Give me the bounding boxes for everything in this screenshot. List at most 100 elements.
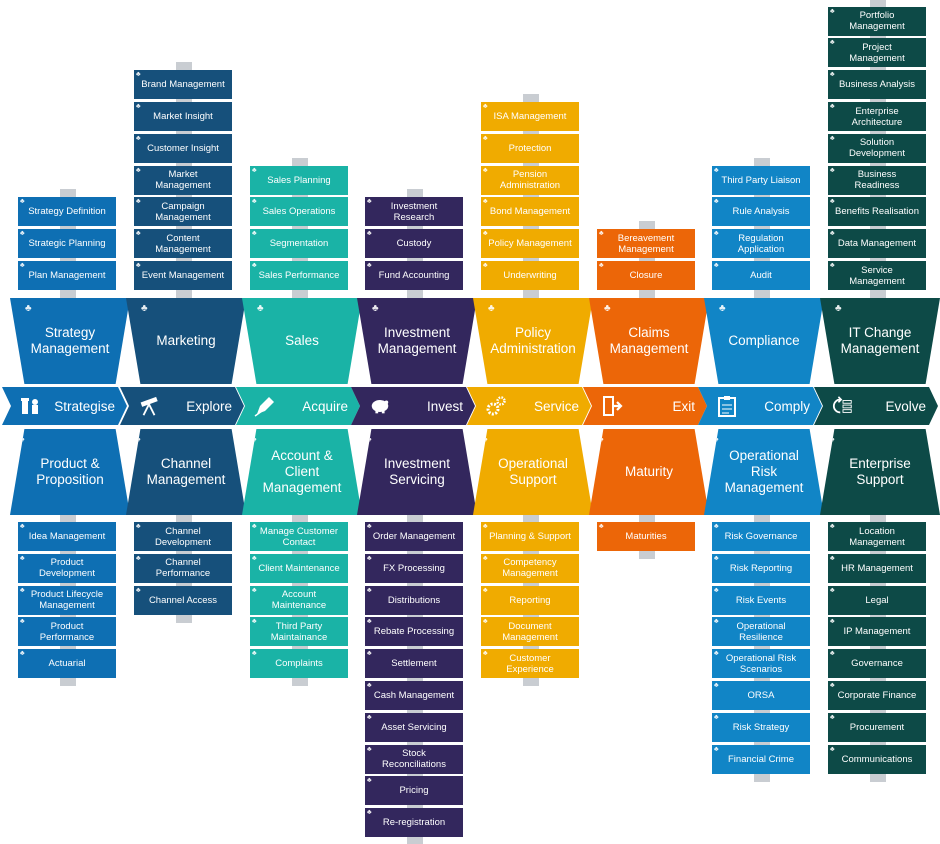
domain-policy-administration[interactable]: ♣Policy Administration bbox=[473, 298, 593, 384]
domain-operational-support[interactable]: ♣Operational Support bbox=[473, 429, 593, 515]
domain-enterprise-support[interactable]: ♣Enterprise Support bbox=[820, 429, 940, 515]
capability-box-pricing[interactable]: ♣Pricing bbox=[365, 776, 463, 806]
capability-box-reporting[interactable]: ♣Reporting bbox=[481, 585, 579, 615]
capability-box-account-maintenance[interactable]: ♣Account Maintenance bbox=[250, 585, 348, 615]
capability-box-customer-experience[interactable]: ♣Customer Experience bbox=[481, 649, 579, 679]
capability-box-third-party-maintainance[interactable]: ♣Third Party Maintainance bbox=[250, 617, 348, 647]
capability-box-data-management[interactable]: ♣Data Management bbox=[828, 229, 926, 259]
stage-comply[interactable]: Comply bbox=[698, 387, 822, 425]
capability-box-financial-crime[interactable]: ♣Financial Crime bbox=[712, 744, 810, 774]
domain-investment-servicing[interactable]: ♣Investment Servicing bbox=[357, 429, 477, 515]
capability-box-order-management[interactable]: ♣Order Management bbox=[365, 522, 463, 551]
capability-box-hr-management[interactable]: ♣HR Management bbox=[828, 553, 926, 583]
capability-box-business-analysis[interactable]: ♣Business Analysis bbox=[828, 70, 926, 100]
capability-box-customer-insight[interactable]: ♣Customer Insight bbox=[134, 133, 232, 163]
capability-box-fund-accounting[interactable]: ♣Fund Accounting bbox=[365, 261, 463, 290]
stage-acquire[interactable]: Acquire bbox=[236, 387, 360, 425]
capability-box-manage-customer-contact[interactable]: ♣Manage Customer Contact bbox=[250, 522, 348, 551]
capability-box-operational-resilience[interactable]: ♣Operational Resilience bbox=[712, 617, 810, 647]
capability-box-sales-planning[interactable]: ♣Sales Planning bbox=[250, 165, 348, 195]
capability-box-maturities[interactable]: ♣Maturities bbox=[597, 522, 695, 551]
capability-box-third-party-liaison[interactable]: ♣Third Party Liaison bbox=[712, 165, 810, 195]
capability-box-stock-reconciliations[interactable]: ♣Stock Reconciliations bbox=[365, 744, 463, 774]
capability-box-pension-administration[interactable]: ♣Pension Administration bbox=[481, 165, 579, 195]
capability-box-channel-development[interactable]: ♣Channel Development bbox=[134, 522, 232, 551]
capability-box-competency-management[interactable]: ♣Competency Management bbox=[481, 553, 579, 583]
capability-box-communications[interactable]: ♣Communications bbox=[828, 744, 926, 774]
capability-box-operational-risk-scenarios[interactable]: ♣Operational Risk Scenarios bbox=[712, 649, 810, 679]
capability-box-orsa[interactable]: ♣ORSA bbox=[712, 681, 810, 710]
capability-box-regulation-application[interactable]: ♣Regulation Application bbox=[712, 229, 810, 259]
capability-box-campaign-management[interactable]: ♣Campaign Management bbox=[134, 197, 232, 227]
capability-box-idea-management[interactable]: ♣Idea Management bbox=[18, 522, 116, 551]
capability-box-project-management[interactable]: ♣Project Management bbox=[828, 38, 926, 68]
capability-box-ip-management[interactable]: ♣IP Management bbox=[828, 617, 926, 647]
domain-investment-management[interactable]: ♣Investment Management bbox=[357, 298, 477, 384]
capability-box-planning-support[interactable]: ♣Planning & Support bbox=[481, 522, 579, 551]
domain-marketing[interactable]: ♣Marketing bbox=[126, 298, 246, 384]
capability-box-risk-reporting[interactable]: ♣Risk Reporting bbox=[712, 553, 810, 583]
capability-box-re-registration[interactable]: ♣Re-registration bbox=[365, 808, 463, 838]
capability-box-underwriting[interactable]: ♣Underwriting bbox=[481, 261, 579, 290]
capability-box-solution-development[interactable]: ♣Solution Development bbox=[828, 133, 926, 163]
domain-compliance[interactable]: ♣Compliance bbox=[704, 298, 824, 384]
capability-box-event-management[interactable]: ♣Event Management bbox=[134, 261, 232, 290]
capability-box-rule-analysis[interactable]: ♣Rule Analysis bbox=[712, 197, 810, 227]
capability-box-product-lifecycle-management[interactable]: ♣Product Lifecycle Management bbox=[18, 585, 116, 615]
domain-account-client-management[interactable]: ♣Account & Client Management bbox=[242, 429, 362, 515]
capability-box-portfolio-management[interactable]: ♣Portfolio Management bbox=[828, 6, 926, 36]
capability-box-isa-management[interactable]: ♣ISA Management bbox=[481, 102, 579, 131]
capability-box-location-management[interactable]: ♣Location Management bbox=[828, 522, 926, 551]
capability-box-policy-management[interactable]: ♣Policy Management bbox=[481, 229, 579, 259]
capability-box-settlement[interactable]: ♣Settlement bbox=[365, 649, 463, 679]
capability-box-cash-management[interactable]: ♣Cash Management bbox=[365, 681, 463, 710]
capability-box-channel-access[interactable]: ♣Channel Access bbox=[134, 585, 232, 615]
capability-box-corporate-finance[interactable]: ♣Corporate Finance bbox=[828, 681, 926, 710]
domain-strategy-management[interactable]: ♣Strategy Management bbox=[10, 298, 130, 384]
domain-operational-risk-management[interactable]: ♣Operational Risk Management bbox=[704, 429, 824, 515]
capability-box-risk-strategy[interactable]: ♣Risk Strategy bbox=[712, 712, 810, 742]
capability-box-actuarial[interactable]: ♣Actuarial bbox=[18, 649, 116, 679]
stage-service[interactable]: Service bbox=[467, 387, 591, 425]
capability-box-rebate-processing[interactable]: ♣Rebate Processing bbox=[365, 617, 463, 647]
capability-box-risk-governance[interactable]: ♣Risk Governance bbox=[712, 522, 810, 551]
capability-box-custody[interactable]: ♣Custody bbox=[365, 229, 463, 259]
capability-box-procurement[interactable]: ♣Procurement bbox=[828, 712, 926, 742]
capability-box-business-readiness[interactable]: ♣Business Readiness bbox=[828, 165, 926, 195]
capability-box-fx-processing[interactable]: ♣FX Processing bbox=[365, 553, 463, 583]
stage-explore[interactable]: Explore bbox=[120, 387, 244, 425]
domain-product-proposition[interactable]: ♣Product & Proposition bbox=[10, 429, 130, 515]
capability-box-product-performance[interactable]: ♣Product Performance bbox=[18, 617, 116, 647]
capability-box-audit[interactable]: ♣Audit bbox=[712, 261, 810, 290]
domain-sales[interactable]: ♣Sales bbox=[242, 298, 362, 384]
capability-box-sales-operations[interactable]: ♣Sales Operations bbox=[250, 197, 348, 227]
capability-box-distributions[interactable]: ♣Distributions bbox=[365, 585, 463, 615]
capability-box-bond-management[interactable]: ♣Bond Management bbox=[481, 197, 579, 227]
capability-box-bereavement-management[interactable]: ♣Bereavement Management bbox=[597, 229, 695, 259]
capability-box-segmentation[interactable]: ♣Segmentation bbox=[250, 229, 348, 259]
stage-strategise[interactable]: Strategise bbox=[2, 387, 127, 425]
capability-box-service-management[interactable]: ♣Service Management bbox=[828, 261, 926, 290]
capability-box-content-management[interactable]: ♣Content Management bbox=[134, 229, 232, 259]
stage-evolve[interactable]: Evolve bbox=[814, 387, 938, 425]
capability-box-market-management[interactable]: ♣Market Management bbox=[134, 165, 232, 195]
stage-exit[interactable]: Exit bbox=[583, 387, 707, 425]
domain-channel-management[interactable]: ♣Channel Management bbox=[126, 429, 246, 515]
capability-box-channel-performance[interactable]: ♣Channel Performance bbox=[134, 553, 232, 583]
capability-box-product-development[interactable]: ♣Product Development bbox=[18, 553, 116, 583]
capability-box-document-management[interactable]: ♣Document Management bbox=[481, 617, 579, 647]
capability-box-legal[interactable]: ♣Legal bbox=[828, 585, 926, 615]
capability-box-protection[interactable]: ♣Protection bbox=[481, 133, 579, 163]
capability-box-brand-management[interactable]: ♣Brand Management bbox=[134, 70, 232, 100]
capability-box-benefits-realisation[interactable]: ♣Benefits Realisation bbox=[828, 197, 926, 227]
capability-box-market-insight[interactable]: ♣Market Insight bbox=[134, 102, 232, 131]
stage-invest[interactable]: Invest bbox=[351, 387, 475, 425]
capability-box-asset-servicing[interactable]: ♣Asset Servicing bbox=[365, 712, 463, 742]
capability-box-risk-events[interactable]: ♣Risk Events bbox=[712, 585, 810, 615]
capability-box-strategic-planning[interactable]: ♣Strategic Planning bbox=[18, 229, 116, 259]
capability-box-investment-research[interactable]: ♣Investment Research bbox=[365, 197, 463, 227]
capability-box-sales-performance[interactable]: ♣Sales Performance bbox=[250, 261, 348, 290]
domain-maturity[interactable]: ♣Maturity bbox=[589, 429, 709, 515]
capability-box-enterprise-architecture[interactable]: ♣Enterprise Architecture bbox=[828, 102, 926, 131]
capability-box-complaints[interactable]: ♣Complaints bbox=[250, 649, 348, 679]
